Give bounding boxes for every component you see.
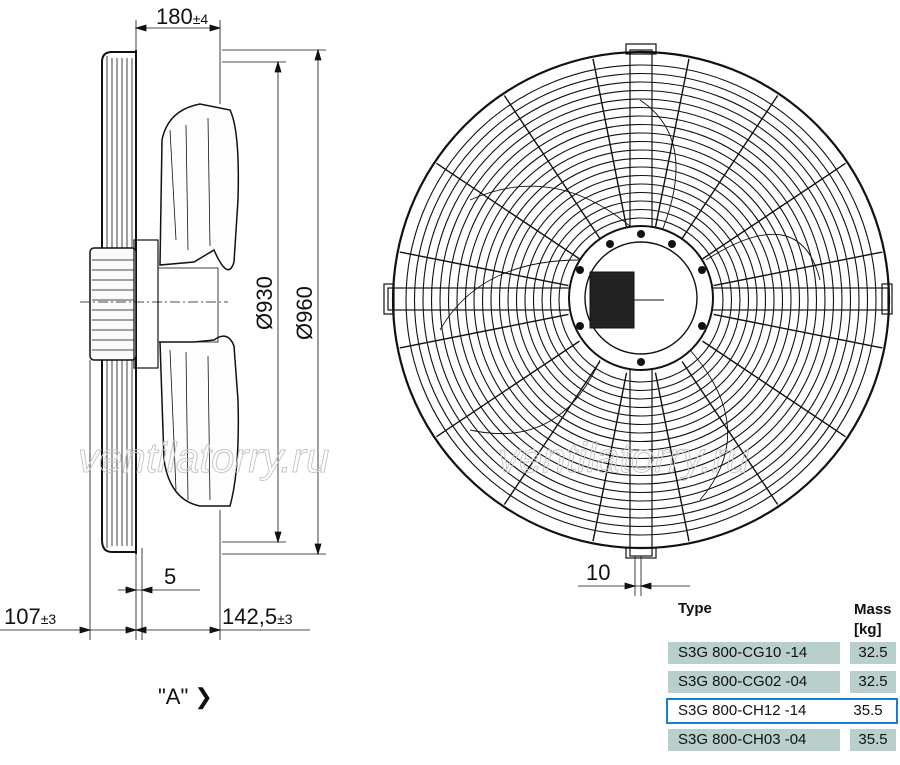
table-row-selected[interactable]: S3G 800-CH12 -14 35.5 [666,698,898,724]
guard-ring [524,183,758,417]
hub-bolts [576,230,706,366]
row-type: S3G 800-CG10 -14 [668,642,840,664]
guard-spoke [503,361,601,505]
watermark-left: ventilatorry.ru [78,434,329,481]
guard-ring [507,166,775,434]
dim-front: 142,5±3 [222,604,293,629]
table-row[interactable]: S3G 800-CH03 -04 35.5 [668,729,896,751]
dim-rear: 107±3 [4,604,56,629]
hub-fins [589,271,664,329]
side-view [80,50,240,554]
guard-ring [422,81,860,519]
guard-ring [430,89,852,511]
header-type: Type [678,600,712,617]
dim-diam-outer: Ø960 [292,286,317,340]
row-mass: 35.5 [840,700,896,722]
guard-rings [405,64,877,536]
blade-lower [159,335,240,507]
row-mass: 32.5 [850,671,896,693]
guard-ring [549,208,733,392]
guard-ring [541,200,741,400]
blade-curves [439,99,821,501]
table-header: Type Mass [kg] [668,598,896,642]
front-view [383,43,893,559]
row-type: S3G 800-CG02 -04 [668,671,840,693]
guard-ring [481,140,801,460]
table-row[interactable]: S3G 800-CG10 -14 32.5 [668,642,896,664]
hub-outer [568,225,714,371]
header-mass-label: Mass [854,601,892,618]
hub-inner [584,241,698,355]
guard-spoke [436,162,580,260]
guard-ring [464,123,818,477]
guard-spoke [436,340,580,438]
guard-ring [532,191,750,409]
guard-spoke [399,313,569,349]
row-mass: 35.5 [850,729,896,751]
guard-spoke [399,251,569,287]
guard-spoke [681,95,779,239]
guard-spoke [713,251,883,287]
guard-ring [439,98,843,502]
row-type: S3G 800-CH03 -04 [668,729,840,751]
view-label: "A" ❯ [158,684,213,710]
row-type: S3G 800-CH12 -14 [668,700,840,722]
guard-ring [413,72,869,528]
guard-spoke [654,372,690,542]
guard-spoke [592,58,628,228]
header-mass-unit: [kg] [854,621,882,638]
guard-spoke [681,361,779,505]
guard-ring [498,157,784,443]
table-row[interactable]: S3G 800-CG02 -04 32.5 [668,671,896,693]
dim-diam-inner: Ø930 [252,276,277,330]
guard-ring [473,132,809,468]
header-mass: Mass [kg] [854,600,892,640]
guard-ring [447,106,835,494]
guard-ring [515,174,767,426]
guard-ring [456,115,826,485]
guard-ring [558,217,724,383]
guard-spoke [702,340,846,438]
guard-spoke [713,313,883,349]
guard-spoke [702,162,846,260]
side-dimensions [0,20,326,640]
motor-body [89,247,137,361]
watermark-right: ventilatorry.ru [498,434,749,481]
guard-ring [405,64,877,536]
dim-gap: 5 [164,564,176,589]
row-mass: 32.5 [850,642,896,664]
guard-spoke [592,372,628,542]
guard-spokes [399,58,883,542]
dim-guard-offset: 10 [586,560,610,585]
guard-offset-dimension [578,556,690,596]
blade-upper [159,103,240,271]
guard-spoke [503,95,601,239]
dim-depth: 180±4 [156,4,208,29]
guard-ring [490,149,792,451]
mass-table: Type Mass [kg] S3G 800-CG10 -14 32.5 S3G… [666,598,898,758]
